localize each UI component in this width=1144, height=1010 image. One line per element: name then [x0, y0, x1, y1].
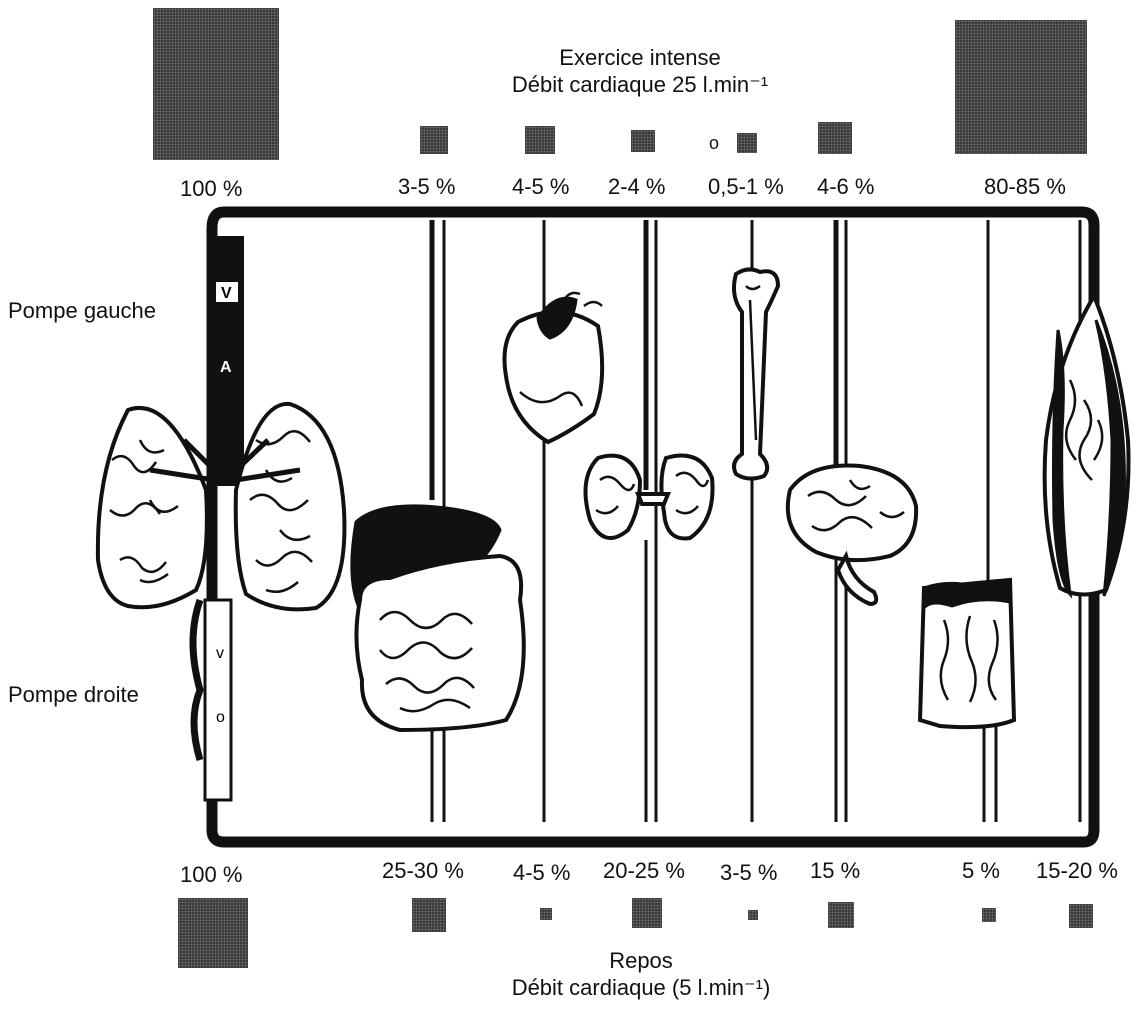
kidney-connector: [638, 494, 668, 504]
inner-circulation-loop: [222, 222, 1084, 822]
left-kidney: [586, 456, 641, 538]
left-lung: [98, 408, 207, 607]
brain: [788, 466, 916, 561]
brain-stem: [838, 556, 876, 604]
valve-o-label: o: [216, 709, 225, 726]
right-lung: [236, 404, 345, 610]
bone: [734, 269, 778, 478]
intestines: [356, 556, 523, 730]
right-pump-wall: [193, 600, 200, 760]
valve-v-label: V: [221, 285, 232, 302]
right-kidney: [661, 456, 712, 539]
right-pump-column: [205, 600, 231, 800]
valve-v2-label: v: [216, 645, 224, 662]
valve-a-label: A: [220, 359, 232, 376]
